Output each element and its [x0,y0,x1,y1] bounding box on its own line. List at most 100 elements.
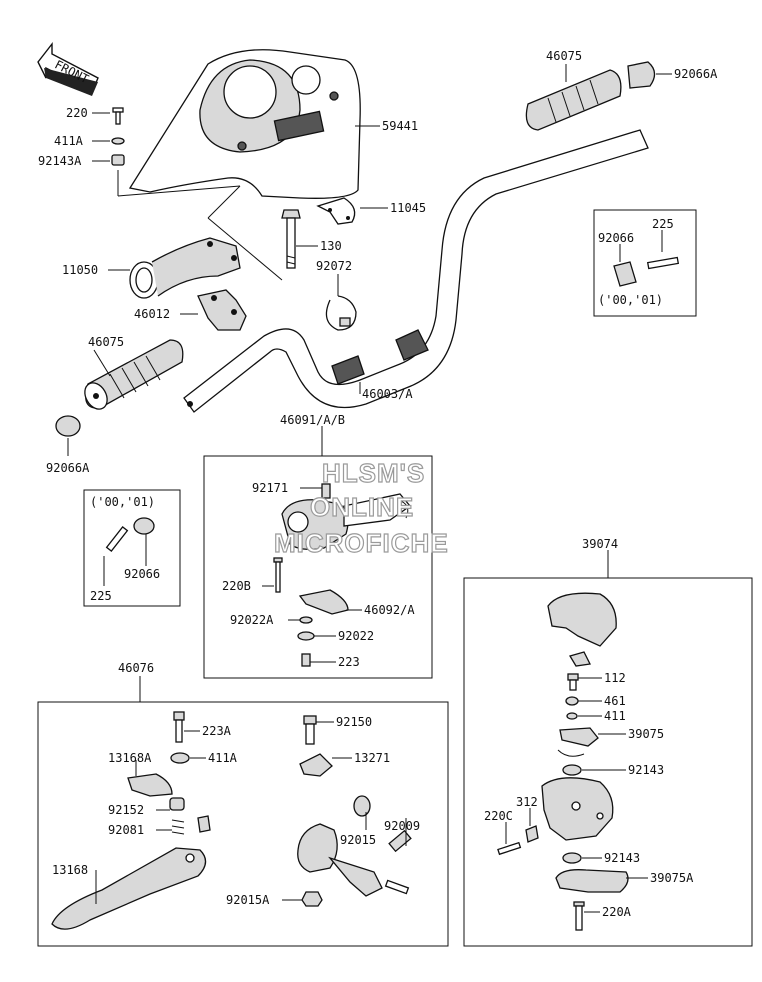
watermark-line-3: MICROFICHE [274,528,449,558]
nut-92015a-part [301,891,323,907]
end-cap-92066a-left-part [55,415,81,437]
label-223a: 223A [202,724,232,738]
front-arrow-icon: FRONT [37,41,99,96]
case-39074-part [541,777,614,841]
bolt-225-left-part [105,525,129,553]
label-92066-left: 92066 [124,567,160,581]
label-220: 220 [66,106,88,120]
label-11050: 11050 [62,263,98,277]
weight-92066-left-part [133,517,155,535]
label-years-right: ('00,'01) [598,293,663,307]
label-220a: 220A [602,905,632,919]
label-13168: 13168 [52,863,88,877]
clip-part [569,651,591,667]
label-461: 461 [604,694,626,708]
label-112: 112 [604,671,626,685]
bushing-92143-a-part [562,764,582,776]
label-46012: 46012 [134,307,170,321]
holder-46012-part [197,289,247,331]
label-46075-left: 46075 [88,335,124,349]
label-92022a: 92022A [230,613,274,627]
collar-92143a-part [111,154,125,166]
label-46091-ab: 46091/A/B [280,413,345,427]
year-variant-box-right [593,209,697,317]
lever-13168-part [51,847,207,930]
washer-411-part [566,712,578,720]
grip-46075-left-part [84,339,184,410]
screw-220c-part [497,841,522,856]
switch-46091-part [281,483,411,550]
stay-11050-part [129,237,241,299]
case-39075a-part [555,869,629,893]
clamp-92072-part [325,295,357,331]
screw-220-part [112,107,124,125]
washer-461-part [565,696,579,706]
label-46003a: 46003/A [362,387,413,401]
screw-220a-part [573,901,585,931]
label-46092a: 46092/A [364,603,415,617]
screw-220b-part [273,557,283,593]
label-92066a-left: 92066A [46,461,90,475]
label-92081: 92081 [108,823,144,837]
label-411a-top: 411A [54,134,84,148]
label-92009: 92009 [384,819,420,833]
bolt-225-right-part [646,256,680,270]
collar-92152-part [169,797,185,811]
label-92015a: 92015A [226,893,270,907]
label-92150: 92150 [336,715,372,729]
label-92066-right: 92066 [598,231,634,245]
label-92143a: 92143A [38,154,82,168]
bracket-13168a-part [127,773,173,797]
label-92143-b: 92143 [604,851,640,865]
label-39075a: 39075A [650,871,694,885]
handlebar-46003a-part [183,129,649,413]
weight-92066-right-part [613,261,637,287]
label-411: 411 [604,709,626,723]
bracket-11045-part [316,197,356,225]
washer-411a-lever-part [170,752,190,764]
part-labels: 220 411A 92143A 59441 11045 130 92072 11… [38,49,718,919]
screw-112-part [567,673,579,691]
label-13271: 13271 [354,751,390,765]
pin-92150-part [303,715,317,745]
label-130: 130 [320,239,342,253]
label-92143-a: 92143 [628,763,664,777]
cable-holder-13271-part [299,753,333,777]
label-223: 223 [338,655,360,669]
label-46075-right: 46075 [546,49,582,63]
label-11045: 11045 [390,201,426,215]
label-411a-lever: 411A [208,751,238,765]
label-220b: 220B [222,579,251,593]
adjuster-92009-part [388,829,412,853]
year-variant-box-left [83,489,181,607]
case-cover-39074-part [547,592,617,647]
label-59441: 59441 [382,119,418,133]
label-92072: 92072 [316,259,352,273]
label-92171: 92171 [252,481,288,495]
watermark-line-2: ONLINE [310,492,414,522]
meter-cover-part [128,49,361,199]
label-225-right: 225 [652,217,674,231]
bushing-92143-b-part [562,852,582,864]
label-220c: 220C [484,809,513,823]
screw-223-part [301,653,311,667]
washer-92022-part [297,631,315,641]
grip-46075-right-part [525,69,622,131]
brake-lever-box [37,701,449,947]
nut-312-part [525,825,539,843]
screw-223a-part [173,711,185,743]
label-years-left: ('00,'01) [90,495,155,509]
label-92066a-right: 92066A [674,67,718,81]
washer-92022a-part [299,616,313,624]
label-46076: 46076 [118,661,154,675]
label-225-left: 225 [90,589,112,603]
label-39074: 39074 [582,537,618,551]
spring-92081-part [171,815,211,835]
switch-92015-part [353,795,371,817]
end-cap-92066a-right-part [627,61,656,89]
bolt-130-part [281,209,301,269]
lever-46092a-part [298,589,349,615]
label-92152: 92152 [108,803,144,817]
washer-411a-part [111,137,125,145]
